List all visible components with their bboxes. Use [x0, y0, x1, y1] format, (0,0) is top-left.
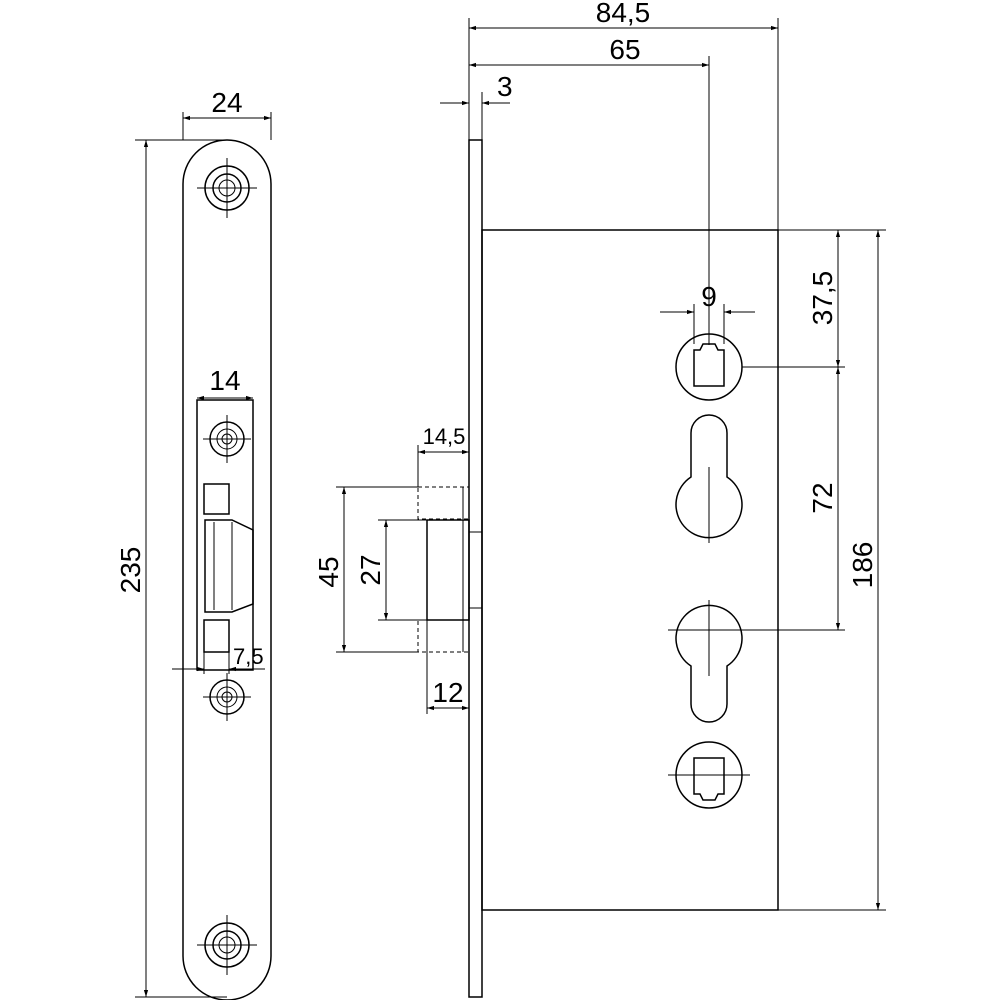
strike-latch-opening [204, 519, 254, 613]
cylinder-hole-upper [675, 414, 743, 539]
label-84-5: 84,5 [596, 0, 651, 28]
label-72: 72 [807, 482, 838, 513]
dim-overall-width: 84,5 [468, 0, 779, 910]
dim-case-height: 186 [778, 230, 886, 911]
strike-opening-bottom [203, 619, 230, 653]
dim-strike-length: 235 [115, 139, 227, 998]
screw-hole-mid-upper [203, 415, 251, 463]
dim-deadbolt-projection: 12 [426, 620, 469, 714]
dim-centre-distance: 72 [742, 367, 845, 631]
dim-spindle-offset: 37,5 [742, 229, 886, 368]
lock-case [481, 229, 779, 911]
label-3: 3 [497, 71, 513, 102]
screw-hole-bottom [197, 915, 257, 975]
dim-strike-14: 14 [197, 365, 253, 401]
faceplate [468, 139, 483, 998]
lower-follower [668, 741, 750, 809]
label-186: 186 [847, 542, 878, 589]
label-37-5: 37,5 [807, 271, 838, 326]
label-24: 24 [211, 87, 242, 118]
dim-spindle: 9 [660, 281, 755, 344]
screw-hole-top [197, 158, 257, 218]
dim-backset: 65 [469, 34, 710, 345]
label-14-5: 14,5 [423, 424, 466, 449]
label-7-5: 7,5 [233, 644, 264, 669]
dim-strike-offset: 7,5 [172, 644, 265, 674]
dim-faceplate: 3 [440, 71, 513, 140]
dim-latch-height: 45 [313, 486, 418, 653]
strike-opening-top [203, 483, 230, 515]
label-45: 45 [313, 556, 344, 587]
label-27: 27 [355, 554, 386, 585]
strike-plate [182, 139, 272, 1000]
label-9: 9 [701, 281, 717, 312]
latch-bolt [417, 486, 470, 653]
label-14: 14 [209, 365, 240, 396]
label-235: 235 [115, 547, 146, 594]
label-12: 12 [432, 677, 463, 708]
dead-bolt [426, 519, 482, 621]
screw-hole-mid-lower [203, 673, 251, 721]
label-65: 65 [609, 34, 640, 65]
strike-plate-outline [182, 139, 272, 1000]
dim-latch-projection: 14,5 [417, 424, 469, 487]
dim-bolt-height: 27 [355, 519, 427, 621]
dim-strike-width: 24 [182, 87, 272, 140]
lock-body [417, 139, 779, 998]
